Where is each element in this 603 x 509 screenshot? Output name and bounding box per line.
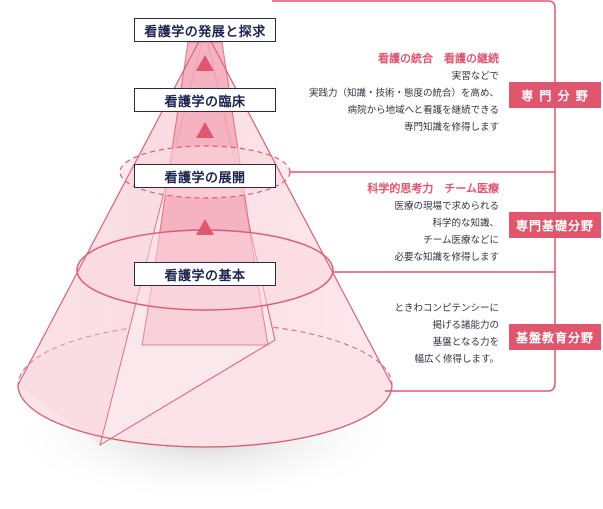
field-badge-specialized-foundation: 専門基礎分野: [509, 212, 601, 238]
bracket-frame: [272, 0, 556, 392]
cone-base-front: [17, 384, 393, 448]
description-line: チーム医療などに: [423, 235, 499, 246]
description-line: 幅広く修得します。: [414, 354, 499, 365]
arrow-up-icon: [196, 55, 214, 71]
description-line: 基盤となる力を: [432, 337, 499, 348]
field-heading: 看護の統合 看護の継続: [378, 52, 499, 65]
description-line: 医療の現場で求められる: [394, 201, 499, 212]
field-description-specialized: 看護の統合 看護の継続 実習などで 実践力（知識・技術・態度の統合）を高め、 病…: [309, 50, 499, 136]
description-line: 必要な知識を修得します: [394, 252, 499, 263]
field-badge-foundation-education: 基盤教育分野: [509, 324, 601, 350]
stage-label-advanced: 看護学の発展と探求: [134, 18, 276, 42]
field-description-foundation-education: ときわコンピテンシーに 掲げる諸能力の 基盤となる力を 幅広く修得します。: [394, 300, 499, 368]
field-badge-specialized: 専 門 分 野: [509, 82, 601, 108]
description-line: 掲げる諸能力の: [432, 320, 499, 331]
arrow-up-icon: [196, 122, 214, 138]
description-line: 実践力（知識・技術・態度の統合）を高め、: [308, 88, 499, 99]
description-line: 専門知識を修得します: [403, 122, 499, 133]
field-description-specialized-foundation: 科学的思考力 チーム医療 医療の現場で求められる 科学的な知識、 チーム医療など…: [367, 180, 499, 266]
stage-label-development: 看護学の展開: [134, 164, 276, 188]
arrow-up-icon: [196, 219, 214, 235]
field-heading: 科学的思考力 チーム医療: [367, 182, 499, 195]
stage-label-clinical: 看護学の臨床: [134, 88, 276, 112]
description-line: 科学的な知識、: [432, 218, 499, 229]
description-line: 実習などで: [451, 71, 499, 82]
description-line: 病院から地域へと看護を継続できる: [347, 105, 499, 116]
inner-wedge-front: [18, 30, 205, 445]
stage-label-basics: 看護学の基本: [134, 262, 276, 286]
description-line: ときわコンピテンシーに: [394, 303, 499, 314]
